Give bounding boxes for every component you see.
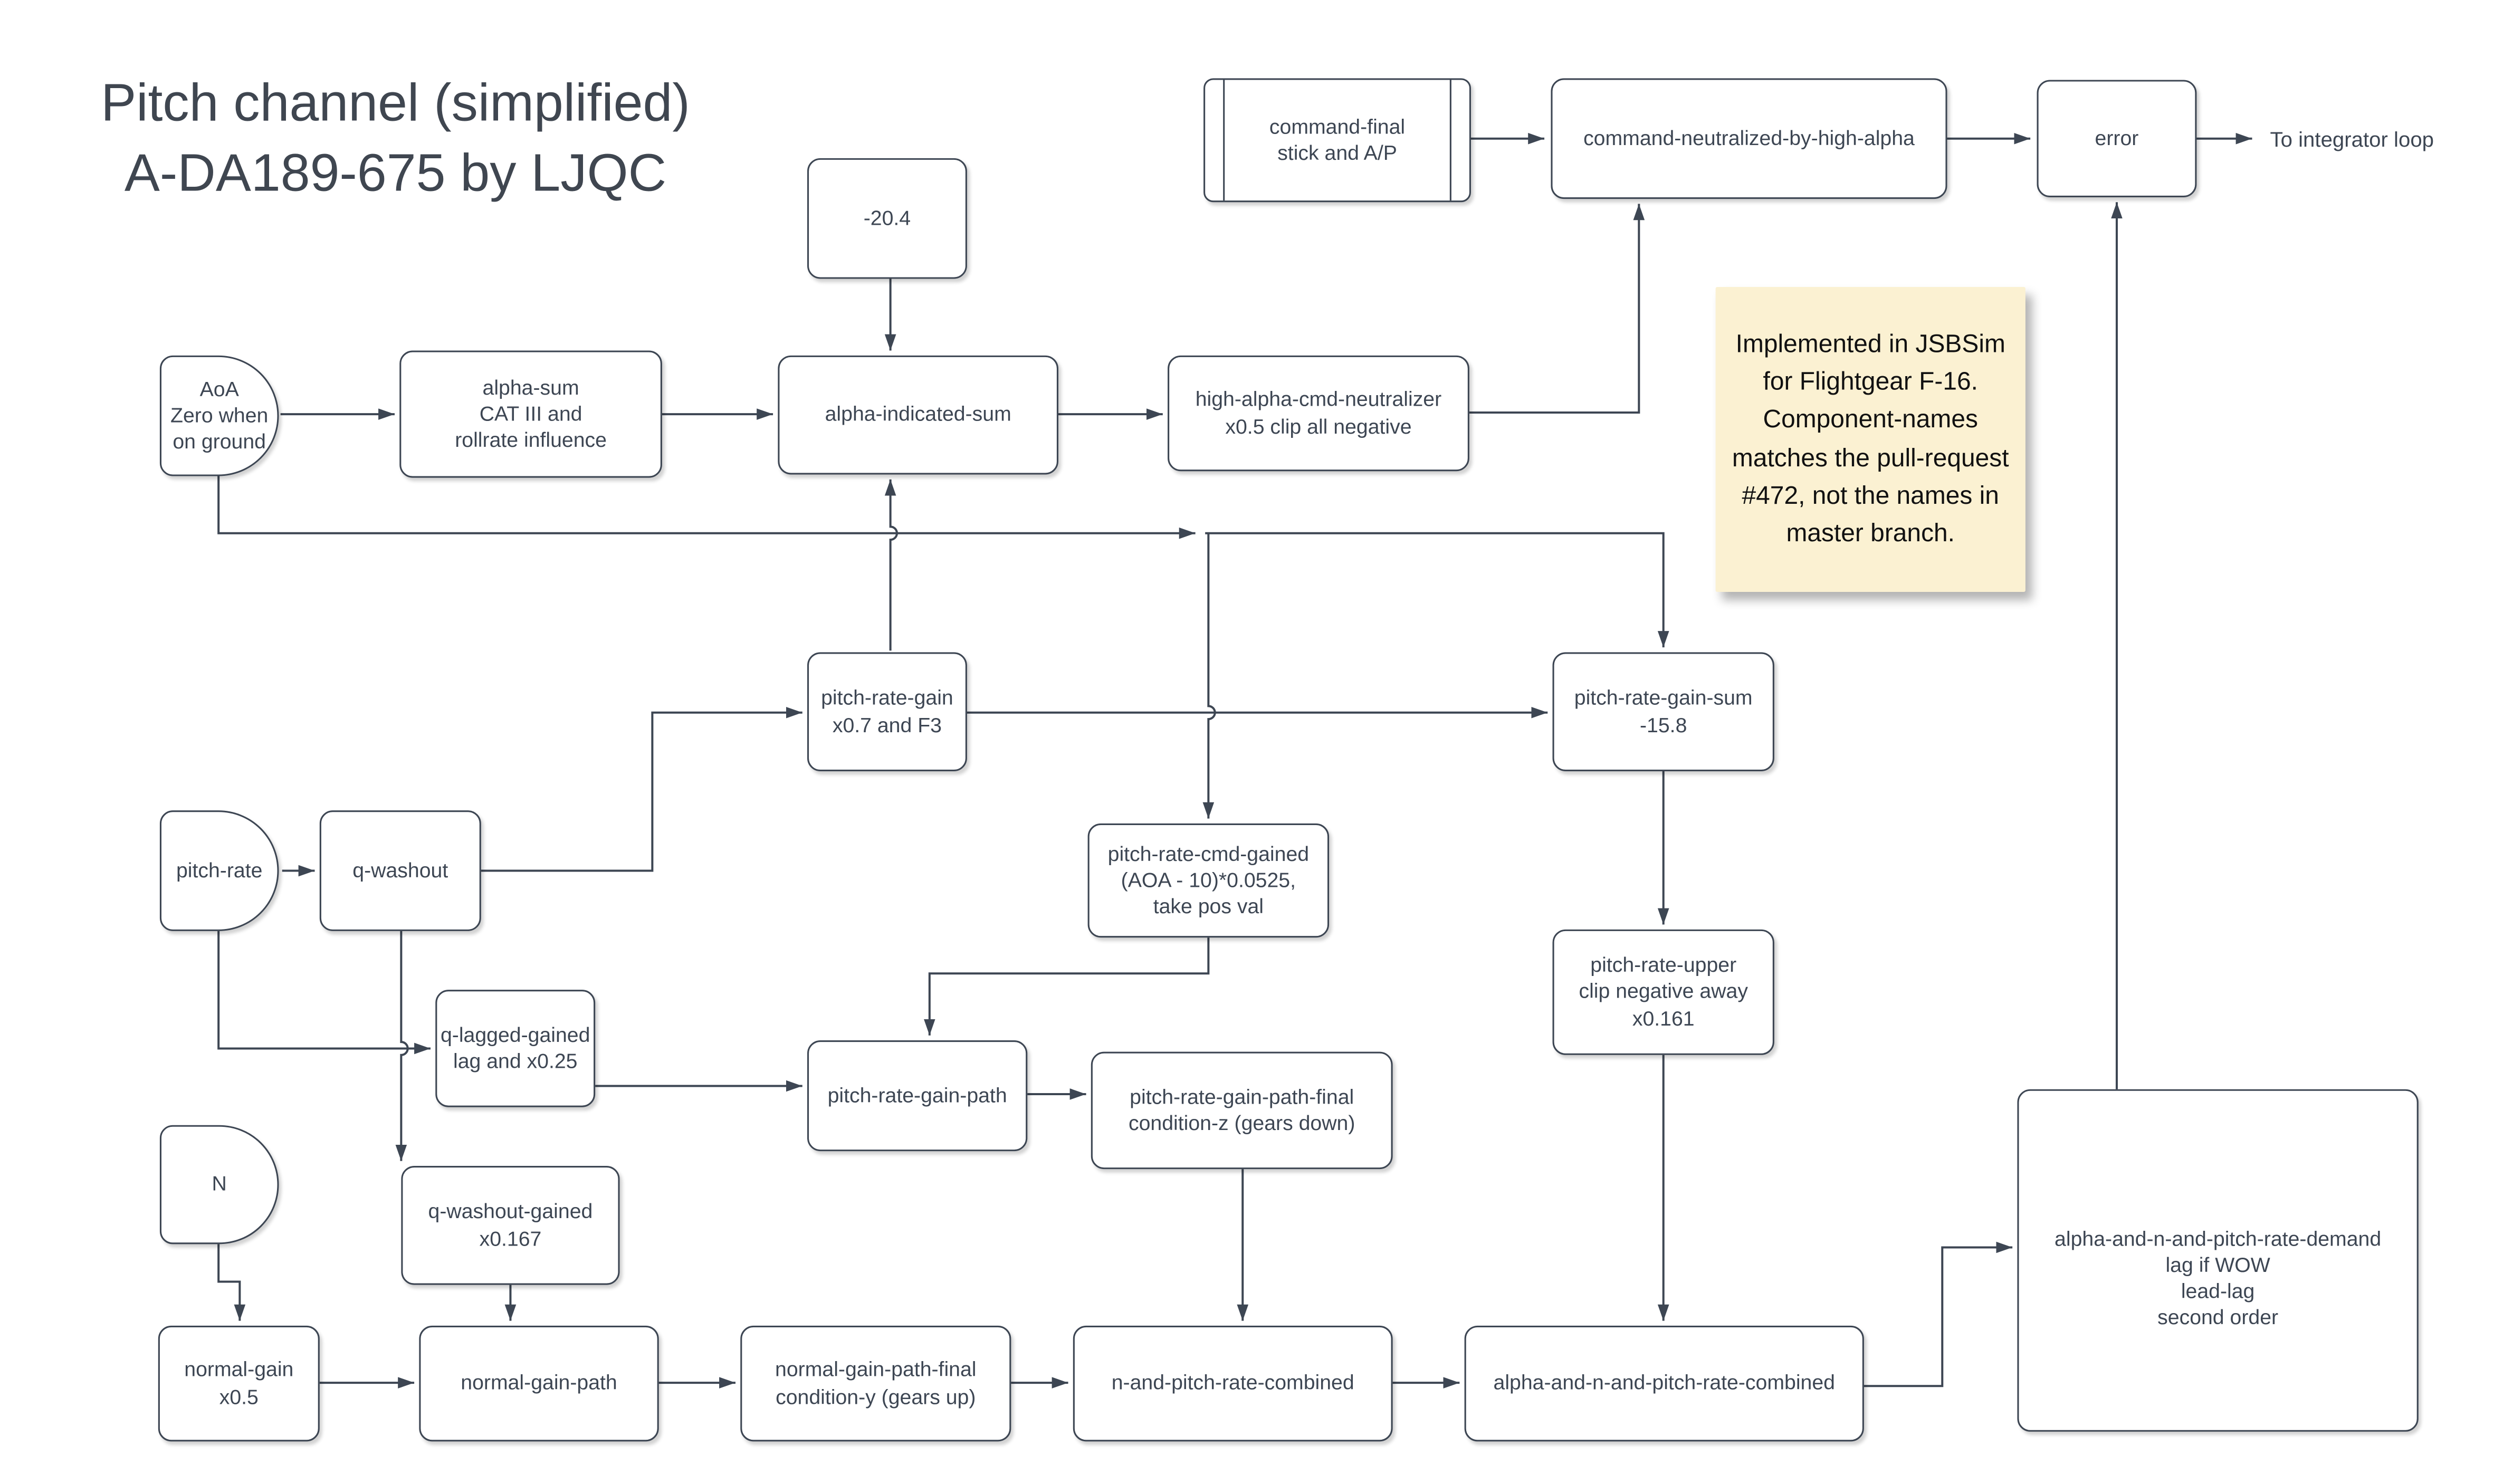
- node-label: n-and-pitch-rate-combined: [1111, 1372, 1354, 1395]
- node-label: normal-gain-path: [461, 1372, 617, 1395]
- node-pitch-rate-gain-path: pitch-rate-gain-path: [807, 1040, 1028, 1152]
- node-alpha-and-n-and-pitch-rate-demand: alpha-and-n-and-pitch-rate-demand lag if…: [2017, 1089, 2419, 1432]
- node-label: -20.4: [863, 207, 911, 230]
- node-pitch-rate-upper: pitch-rate-upper clip negative away x0.1…: [1552, 929, 1774, 1055]
- node-pitch-rate-gain-sum: pitch-rate-gain-sum -15.8: [1552, 652, 1774, 771]
- node-alpha-and-n-and-pitch-rate-combined: alpha-and-n-and-pitch-rate-combined: [1464, 1325, 1864, 1442]
- node-alpha-sum: alpha-sum CAT III and rollrate influence: [399, 350, 662, 478]
- process-bar-right: [1449, 80, 1451, 201]
- node-label: normal-gain x0.5: [184, 1358, 294, 1408]
- edge-high-alpha-to-command-neutralized: [1469, 204, 1645, 414]
- node-label: alpha-and-n-and-pitch-rate-combined: [1493, 1372, 1835, 1395]
- node-error: error: [2037, 80, 2197, 197]
- node-label: q-washout-gained x0.167: [428, 1201, 593, 1250]
- node-normal-gain-path: normal-gain-path: [419, 1325, 659, 1442]
- node-label: N: [212, 1173, 227, 1196]
- node-label: alpha-sum CAT III and rollrate influence: [455, 376, 607, 452]
- node-high-alpha-cmd-neutralizer: high-alpha-cmd-neutralizer x0.5 clip all…: [1168, 355, 1469, 472]
- node-q-lagged-gained: q-lagged-gained lag and x0.25: [435, 990, 596, 1107]
- node-command-final: command-final stick and A/P: [1203, 78, 1471, 203]
- node-label: command-final stick and A/P: [1269, 116, 1406, 165]
- edge-pitch-rate-to-q-lagged-gained: [217, 931, 431, 1055]
- node-label: AoA Zero when on ground: [170, 378, 269, 454]
- node-normal-gain: normal-gain x0.5: [158, 1325, 320, 1442]
- node-label: pitch-rate: [176, 859, 263, 882]
- node-label: command-neutralized-by-high-alpha: [1583, 127, 1915, 150]
- node-label: pitch-rate-gain-path-final condition-z (…: [1128, 1086, 1355, 1135]
- edge-q-washout-to-q-washout-gained: [395, 931, 409, 1161]
- node-n-and-pitch-rate-combined: n-and-pitch-rate-combined: [1073, 1325, 1393, 1442]
- node-normal-gain-path-final: normal-gain-path-final condition-y (gear…: [740, 1325, 1011, 1442]
- edge-branch-to-pitch-rate-cmd-gained: [1202, 533, 1216, 819]
- edge-pitch-rate-cmd-gained-to-gain-path: [923, 937, 1210, 1036]
- node-aoa-input: AoA Zero when on ground: [159, 355, 279, 476]
- node-label: pitch-rate-upper clip negative away x0.1…: [1579, 954, 1748, 1030]
- edge-n-to-normal-gain: [217, 1244, 246, 1321]
- edge-branch-to-pitch-rate-gain-sum: [1205, 532, 1669, 648]
- node-alpha-indicated-sum: alpha-indicated-sum: [778, 355, 1058, 475]
- edge-q-washout-to-pitch-rate-gain: [481, 706, 802, 872]
- node-q-washout: q-washout: [319, 810, 481, 931]
- edge-alpha-combined-to-demand: [1864, 1241, 2013, 1387]
- diagram-title: Pitch channel (simplified) A-DA189-675 b…: [101, 73, 690, 202]
- node-command-neutralized-by-high-alpha: command-neutralized-by-high-alpha: [1551, 78, 1947, 199]
- node-label: pitch-rate-gain-sum -15.8: [1574, 687, 1753, 736]
- node-label: normal-gain-path-final condition-y (gear…: [775, 1358, 977, 1408]
- node-label: q-washout: [352, 859, 448, 882]
- sticky-note: Implemented in JSBSim for Flightgear F-1…: [1715, 286, 2025, 592]
- node-label: pitch-rate-gain-path: [827, 1084, 1007, 1107]
- node-label: error: [2095, 127, 2139, 150]
- node-label: pitch-rate-gain x0.7 and F3: [821, 687, 953, 736]
- node-n-input: N: [159, 1125, 279, 1244]
- node-label: high-alpha-cmd-neutralizer x0.5 clip all…: [1195, 388, 1442, 438]
- edge-aoa-branch: [217, 476, 1196, 539]
- node-label: alpha-indicated-sum: [825, 403, 1011, 427]
- node-q-washout-gained: q-washout-gained x0.167: [401, 1165, 620, 1285]
- note-text: Implemented in JSBSim for Flightgear F-1…: [1732, 330, 2009, 548]
- label-to-integrator-loop: To integrator loop: [2270, 127, 2434, 152]
- node-constant-minus-20-4: -20.4: [807, 158, 967, 279]
- node-pitch-rate-input: pitch-rate: [159, 810, 279, 931]
- node-label: alpha-and-n-and-pitch-rate-demand lag if…: [2055, 1227, 2382, 1329]
- node-label: pitch-rate-cmd-gained (AOA - 10)*0.0525,…: [1107, 842, 1310, 918]
- node-pitch-rate-gain: pitch-rate-gain x0.7 and F3: [807, 652, 967, 771]
- node-label: q-lagged-gained lag and x0.25: [440, 1023, 590, 1073]
- edge-pitch-rate-gain-to-alpha-indicated-sum: [884, 479, 898, 651]
- node-pitch-rate-cmd-gained: pitch-rate-cmd-gained (AOA - 10)*0.0525,…: [1087, 823, 1330, 938]
- process-bar-left: [1223, 80, 1225, 201]
- node-pitch-rate-gain-path-final: pitch-rate-gain-path-final condition-z (…: [1091, 1051, 1393, 1170]
